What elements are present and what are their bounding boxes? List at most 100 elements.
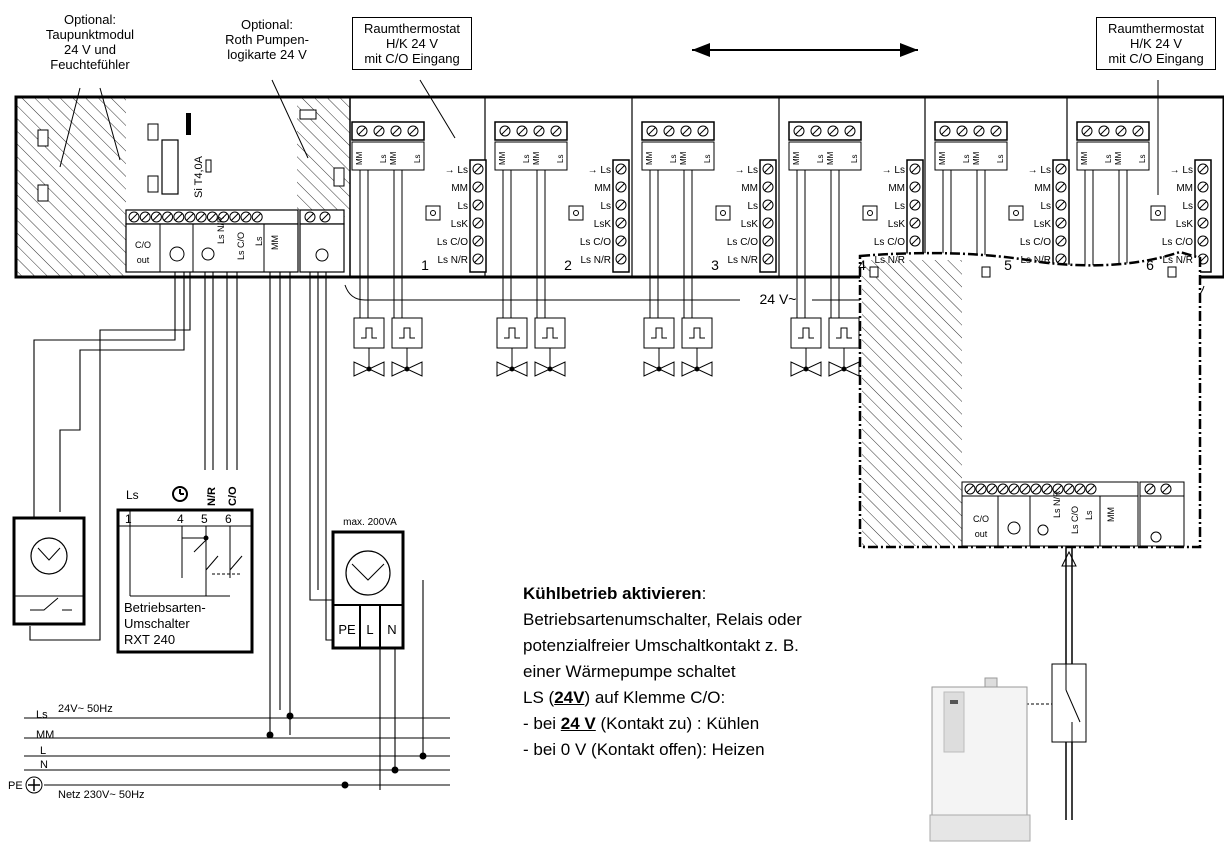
terminal-screw bbox=[1115, 125, 1127, 137]
zone-mm-label: MM bbox=[679, 151, 688, 165]
inset-ls-label: Ls bbox=[1084, 510, 1094, 520]
thermostat-annotation-right: Raumthermostat H/K 24 V mit C/O Eingang bbox=[1096, 17, 1216, 70]
terminal-screw bbox=[533, 125, 545, 137]
terminal-screw bbox=[1144, 483, 1156, 495]
zone-side-term-label: Ls N/R bbox=[874, 255, 905, 266]
terminal-screw bbox=[499, 125, 511, 137]
supply-net: Netz 230V~ 50Hz bbox=[58, 789, 145, 801]
fuse-label: Si T4,0A bbox=[193, 155, 205, 198]
pump-term-n: N bbox=[387, 622, 397, 637]
zone-side-term-label: LsK bbox=[1175, 219, 1193, 230]
supply-mm: MM bbox=[36, 729, 55, 741]
terminal-screw bbox=[939, 125, 951, 137]
zone-ls-label: Ls bbox=[413, 154, 422, 163]
zone-side-term-label: Ls bbox=[600, 201, 611, 212]
terminal-screw bbox=[356, 125, 368, 137]
terminal-screw bbox=[986, 483, 998, 495]
zone-side-term-label: LsK bbox=[887, 219, 905, 230]
switch-unit-box bbox=[116, 486, 254, 654]
switch-top-ls: Ls bbox=[126, 488, 139, 502]
v24-label: 24 V~ bbox=[759, 291, 797, 307]
zone-side-term-label: MM bbox=[888, 183, 905, 194]
zone-mm-label: MM bbox=[355, 151, 364, 165]
inset-ls-co-label: Ls C/O bbox=[1070, 505, 1080, 534]
zone-number: 1 bbox=[421, 257, 429, 273]
zone-mm-label: MM bbox=[498, 151, 507, 165]
inset-co-out-label: C/O out bbox=[972, 514, 989, 539]
supply-lines bbox=[24, 712, 450, 794]
zone-side-term-label: → Ls bbox=[1169, 165, 1193, 176]
zone-ls-label: Ls bbox=[1138, 154, 1147, 163]
zone-side-term-label: MM bbox=[741, 183, 758, 194]
terminal-screw bbox=[997, 483, 1009, 495]
zone-mm-label: MM bbox=[826, 151, 835, 165]
zone-module bbox=[351, 121, 487, 377]
thermostat-annotation-left: Raumthermostat H/K 24 V mit C/O Eingang bbox=[352, 17, 472, 70]
zone-side-term-label: Ls bbox=[894, 201, 905, 212]
zone-module bbox=[641, 121, 777, 377]
terminal-screw bbox=[1008, 483, 1020, 495]
zone-side-term-label: Ls N/R bbox=[437, 255, 468, 266]
base-terminal-strip bbox=[125, 209, 345, 273]
ls-nr-label: Ls N/R bbox=[216, 216, 226, 244]
zone-side-term-label: MM bbox=[594, 183, 611, 194]
zone-number: 4 bbox=[858, 257, 866, 273]
terminal-screw bbox=[1081, 125, 1093, 137]
zone-side-term-label: Ls C/O bbox=[1161, 237, 1193, 248]
zone-side-term-label: Ls C/O bbox=[436, 237, 468, 248]
zone-ls-label: Ls bbox=[850, 154, 859, 163]
terminal-screw bbox=[150, 211, 162, 223]
zone-side-term-label: → Ls bbox=[444, 165, 468, 176]
supply-n: N bbox=[40, 759, 48, 771]
supply-ls: Ls bbox=[36, 709, 48, 721]
terminal-screw bbox=[1098, 125, 1110, 137]
terminal-screw bbox=[139, 211, 151, 223]
terminal-screw bbox=[646, 125, 658, 137]
terminal-screw bbox=[251, 211, 263, 223]
zone-mm-label: MM bbox=[532, 151, 541, 165]
inset-mm-label: MM bbox=[1106, 507, 1116, 522]
terminal-screw bbox=[206, 211, 218, 223]
terminal-screw bbox=[1041, 483, 1053, 495]
switch-term-5: 5 bbox=[201, 512, 208, 526]
heat-pump-unit bbox=[929, 677, 1031, 842]
terminal-screw bbox=[516, 125, 528, 137]
zone-module bbox=[494, 121, 630, 377]
zone-mm-label: MM bbox=[389, 151, 398, 165]
switch-unit-name: Betriebsarten- Umschalter RXT 240 bbox=[124, 600, 206, 647]
terminal-screw bbox=[975, 483, 987, 495]
zone-ls-label: Ls bbox=[996, 154, 1005, 163]
supply-ls-note: 24V~ 50Hz bbox=[58, 703, 113, 715]
terminal-screw bbox=[229, 211, 241, 223]
terminal-screw bbox=[373, 125, 385, 137]
terminal-screw bbox=[407, 125, 419, 137]
zone-side-term-label: Ls C/O bbox=[579, 237, 611, 248]
zone-side-term-label: Ls bbox=[1040, 201, 1051, 212]
pump-term-pe: PE bbox=[338, 622, 356, 637]
terminal-screw bbox=[1019, 483, 1031, 495]
zone-side-term-label: LsK bbox=[740, 219, 758, 230]
switch-term-4: 4 bbox=[177, 512, 184, 526]
terminal-screw bbox=[1160, 483, 1172, 495]
pumpen-annotation: Optional: Roth Pumpen- logikarte 24 V bbox=[225, 17, 309, 62]
zone-side-term-label: Ls bbox=[457, 201, 468, 212]
terminal-screw bbox=[184, 211, 196, 223]
terminal-screw bbox=[195, 211, 207, 223]
zone-side-term-label: Ls N/R bbox=[727, 255, 758, 266]
zone-side-term-label: LsK bbox=[593, 219, 611, 230]
zone-side-term-label: Ls bbox=[747, 201, 758, 212]
fuse-area bbox=[37, 109, 345, 202]
co-out-label: C/O out bbox=[134, 240, 151, 265]
detail-board bbox=[858, 250, 1202, 820]
terminal-screw bbox=[319, 211, 331, 223]
ls-label: Ls bbox=[254, 236, 264, 246]
zone-side-term-label: LsK bbox=[1033, 219, 1051, 230]
base-wiring bbox=[29, 272, 424, 790]
switch-top-co: C/O bbox=[227, 486, 239, 506]
zone-side-term-label: LsK bbox=[450, 219, 468, 230]
zone-side-term-label: Ls C/O bbox=[726, 237, 758, 248]
terminal-screw bbox=[1085, 483, 1097, 495]
timer-box bbox=[12, 516, 86, 626]
zone-side-term-label: Ls N/R bbox=[1162, 255, 1193, 266]
